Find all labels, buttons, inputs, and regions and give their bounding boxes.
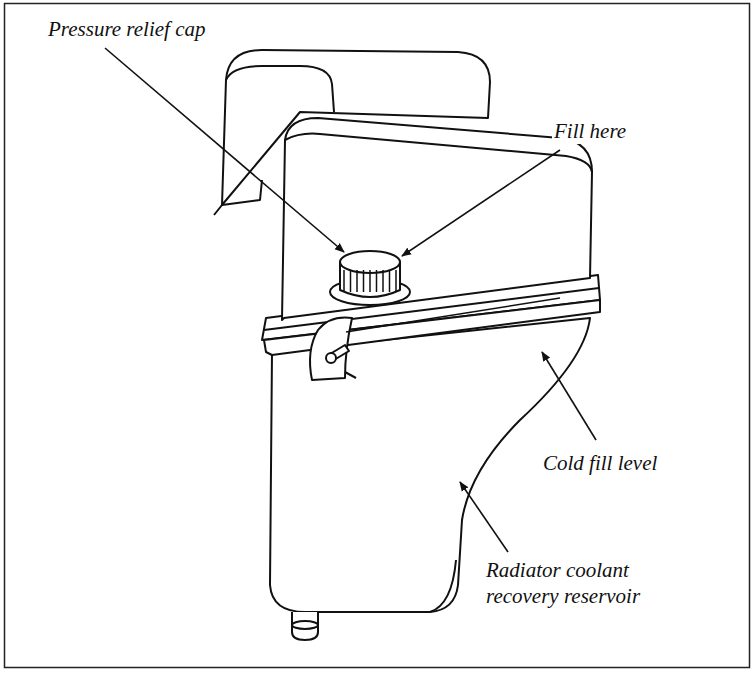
knurl-stroke: [382, 270, 384, 292]
knurl-stroke: [363, 270, 365, 292]
knurl-stroke: [350, 270, 352, 292]
reservoir-body: [214, 50, 600, 640]
knurl-stroke: [356, 270, 358, 292]
knurl-stroke: [343, 270, 345, 292]
knurl-stroke: [395, 270, 397, 292]
leader-lines: [105, 48, 596, 552]
frame: [5, 4, 750, 668]
cap-knurling: [344, 270, 396, 292]
part-label: Radiator coolant recovery reservoir: [484, 557, 688, 610]
part-label: Pressure relief cap: [46, 16, 207, 42]
knurl-stroke: [376, 270, 378, 292]
part-label: Fill here: [552, 118, 628, 144]
knurl-stroke: [389, 270, 391, 292]
knurl-stroke: [369, 270, 371, 292]
part-label: Cold fill level: [541, 450, 659, 476]
